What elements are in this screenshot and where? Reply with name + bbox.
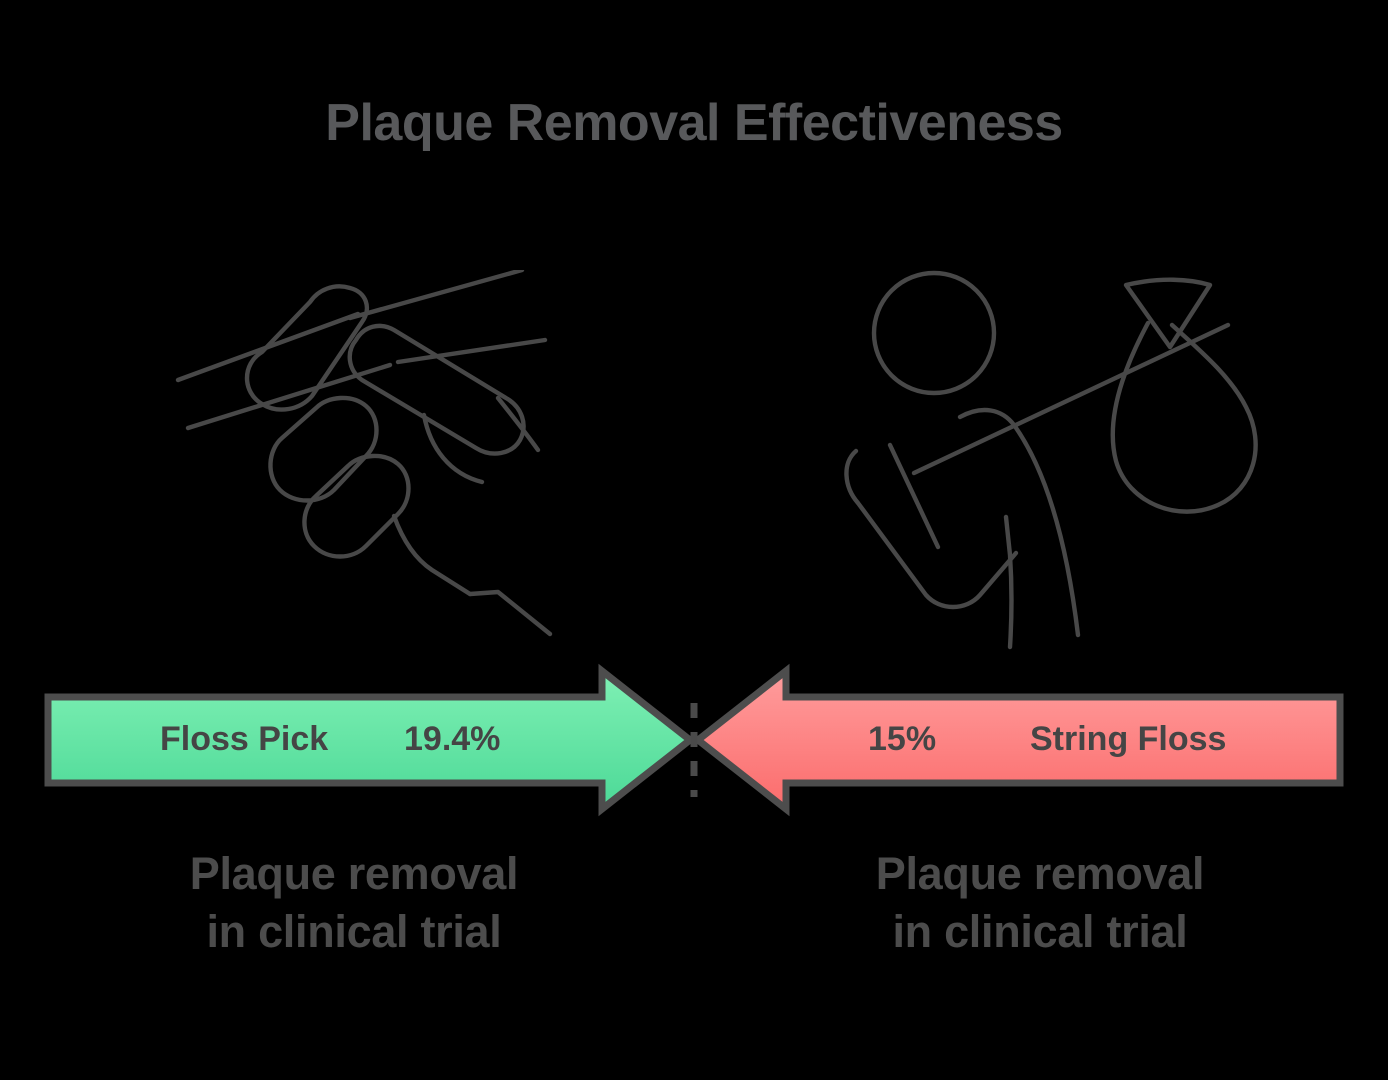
- floss-strand-mid-right: [395, 337, 548, 365]
- string-floss-illustration: [830, 255, 1260, 655]
- floss-strand-upper-right: [347, 270, 525, 321]
- arm-shape: [844, 448, 1019, 610]
- person-using-string-floss-icon: [844, 270, 1258, 650]
- string-floss-arrow[interactable]: [692, 663, 1344, 817]
- floss-pick-arrow[interactable]: [44, 663, 696, 817]
- floss-pick-illustration: [150, 270, 590, 640]
- hand-holding-floss-pick-icon: [175, 270, 553, 637]
- finger-tip-line: [495, 395, 541, 453]
- torso-line: [1003, 514, 1014, 650]
- left-caption-line-1: Plaque removal: [189, 848, 519, 899]
- page-title: Plaque Removal Effectiveness: [325, 94, 1063, 152]
- right-caption-line-2: in clinical trial: [892, 905, 1188, 957]
- floss-strand-mid: [185, 362, 393, 431]
- floss-loop-top: [1123, 277, 1213, 350]
- middle-finger-shape: [268, 395, 379, 503]
- left-caption-line-2: in clinical trial: [206, 905, 502, 957]
- floss-pick-label: Floss Pick: [160, 720, 329, 758]
- arm-inner-line: [887, 442, 941, 550]
- floss-pick-value: 19.4%: [404, 720, 501, 758]
- right-caption-line-1: Plaque removal: [875, 848, 1205, 899]
- wrist-line: [467, 589, 553, 637]
- string-floss-label: String Floss: [1030, 720, 1227, 758]
- finger-crease: [421, 412, 485, 485]
- arrow-comparison-band: [0, 655, 1388, 825]
- head-circle: [871, 270, 997, 396]
- palm-edge: [391, 513, 473, 597]
- thumb-shape: [244, 284, 370, 412]
- index-finger-shape: [347, 323, 526, 456]
- left-caption: Plaque removal in clinical trial: [24, 845, 684, 960]
- floss-loop-bottom: [1110, 320, 1258, 514]
- floss-string-line: [911, 322, 1231, 476]
- string-floss-value: 15%: [868, 720, 937, 758]
- body-curve: [957, 407, 1081, 638]
- ring-finger-shape: [302, 453, 411, 559]
- right-caption: Plaque removal in clinical trial: [710, 845, 1370, 960]
